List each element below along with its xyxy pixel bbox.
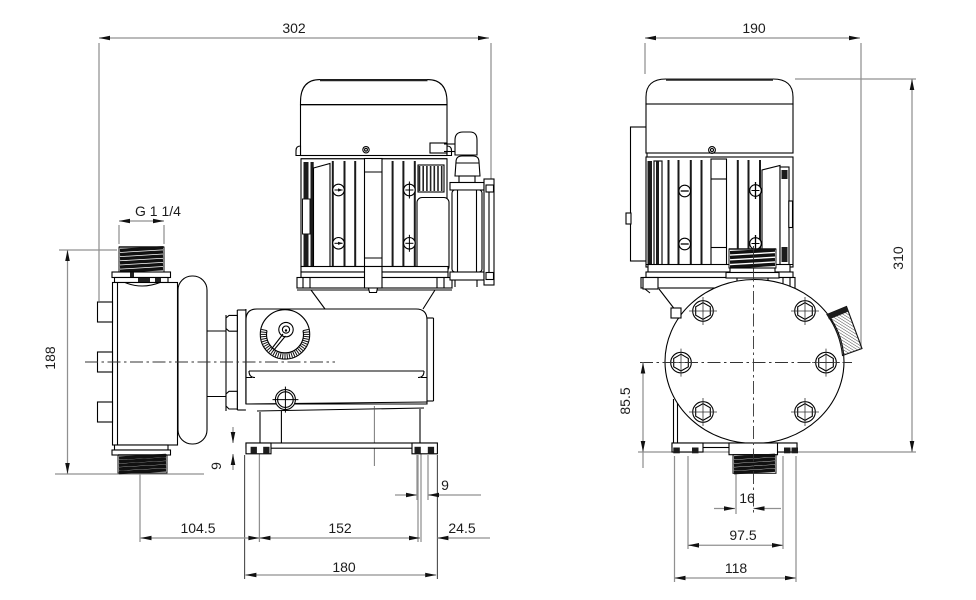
svg-text:G 1 1/4: G 1 1/4 [135,203,181,219]
svg-text:97.5: 97.5 [729,527,756,543]
svg-text:9: 9 [441,477,449,493]
svg-text:118: 118 [725,560,748,576]
svg-text:152: 152 [328,520,352,536]
svg-text:104.5: 104.5 [180,520,215,536]
svg-text:188: 188 [42,346,58,370]
svg-text:180: 180 [332,559,356,575]
svg-text:310: 310 [890,246,906,270]
svg-text:16: 16 [739,490,755,506]
svg-text:24.5: 24.5 [448,520,475,536]
svg-text:85.5: 85.5 [617,387,633,414]
svg-text:9: 9 [208,462,224,470]
svg-text:190: 190 [742,20,766,36]
svg-text:302: 302 [282,20,306,36]
